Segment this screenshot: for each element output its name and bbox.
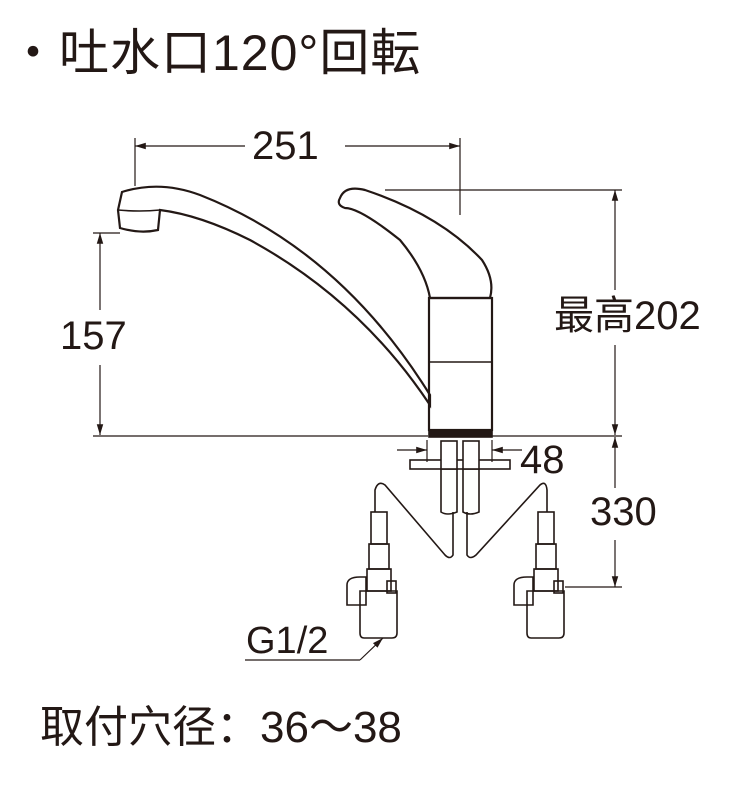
faucet-body [427,296,494,432]
spout [116,185,432,409]
hose-right [466,482,548,559]
dimension-width-label: 251 [252,124,319,168]
dimension-48-lines [397,440,522,462]
page-title: ・吐水口120°回転 [8,25,422,81]
lever-handle [337,187,493,300]
mounting-hole-note: 取付穴径：36～38 [40,703,402,752]
hose-left [374,482,454,559]
thread-size-label: G1/2 [246,620,329,662]
dimension-max-height-label: 最高202 [554,294,701,338]
dimension-251-lines [134,138,461,215]
dimension-base-width-label: 48 [520,438,565,482]
dimension-157-lines [93,232,622,437]
dimension-hose-length-label: 330 [590,490,657,534]
spout-tip [117,209,161,212]
valve-right [513,511,565,639]
dimension-202-330-lines [385,189,622,588]
mounting-shank [409,440,511,515]
thread-leader [245,637,384,661]
faucet-base [428,429,493,438]
dimension-spout-height-label: 157 [60,314,127,358]
valve-left [346,511,398,639]
